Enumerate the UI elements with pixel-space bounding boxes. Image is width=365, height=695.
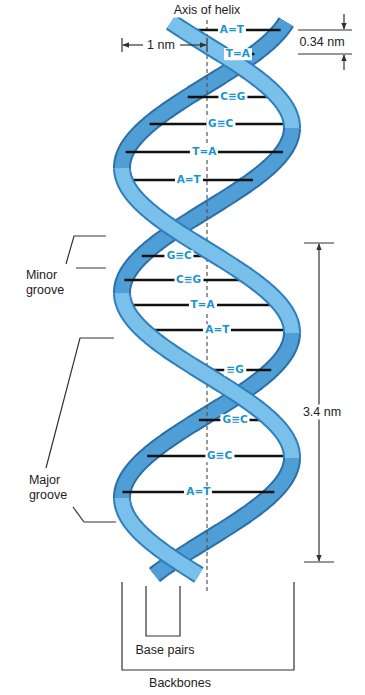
backbone-ribbon <box>122 498 199 575</box>
axis-label: Axis of helix <box>172 3 243 18</box>
base-pair-label: G≡C <box>165 250 194 262</box>
dimension-tick <box>304 243 334 562</box>
ribbon-edge <box>122 293 292 458</box>
base-pair-label: A=T <box>184 486 212 498</box>
ribbon-face <box>122 293 292 458</box>
base-pair-label: ≡G <box>224 364 245 376</box>
base-pair-label: C≡G <box>218 91 247 103</box>
ribbon-edge <box>122 498 199 575</box>
base-pair-label: G≡C <box>205 450 234 462</box>
dimension-arrow <box>343 55 344 70</box>
ribbon-face <box>171 22 292 128</box>
dimension-label: 3.4 nm <box>301 405 343 420</box>
base-pair-label: T=A <box>224 48 252 60</box>
dimension-label: 1 nm <box>145 38 177 53</box>
ribbon-face <box>122 168 292 333</box>
base-pair-bars <box>122 30 291 492</box>
dimension-arrow <box>343 14 344 29</box>
ribbon-face <box>122 498 199 575</box>
backbone-ribbon <box>122 293 292 458</box>
dimension-arrow <box>123 44 143 45</box>
base-pair-label: G≡C <box>206 118 235 130</box>
base-pair-label: A=T <box>218 24 246 36</box>
base-pair-label: T=A <box>190 146 218 158</box>
base-pair-label: G≡C <box>221 414 250 426</box>
groove-bracket <box>66 236 106 268</box>
dimension-arrow <box>318 244 319 561</box>
backbone-ribbon <box>122 168 292 333</box>
base-pair-label: A=T <box>175 174 203 186</box>
bracket <box>122 582 294 670</box>
dimension-tick <box>298 30 352 54</box>
part-label: Base pairs <box>133 643 196 658</box>
base-pair-label: C≡G <box>174 274 203 286</box>
groove-label: Minor groove <box>24 268 66 298</box>
part-label: Backbones <box>147 676 213 691</box>
dimension-arrow <box>180 44 206 45</box>
base-pair-label: A=T <box>203 324 231 336</box>
bracket <box>146 586 180 636</box>
front-strands <box>122 22 292 575</box>
dimension-label: 0.34 nm <box>297 35 346 50</box>
dimension-lines <box>46 14 352 670</box>
groove-label: Major groove <box>27 473 69 503</box>
base-pair-label: T=A <box>188 299 216 311</box>
ribbon-edge <box>122 168 292 333</box>
ribbon-edge <box>171 22 292 128</box>
dimension-tick <box>122 38 207 52</box>
backbone-ribbon <box>171 22 292 128</box>
